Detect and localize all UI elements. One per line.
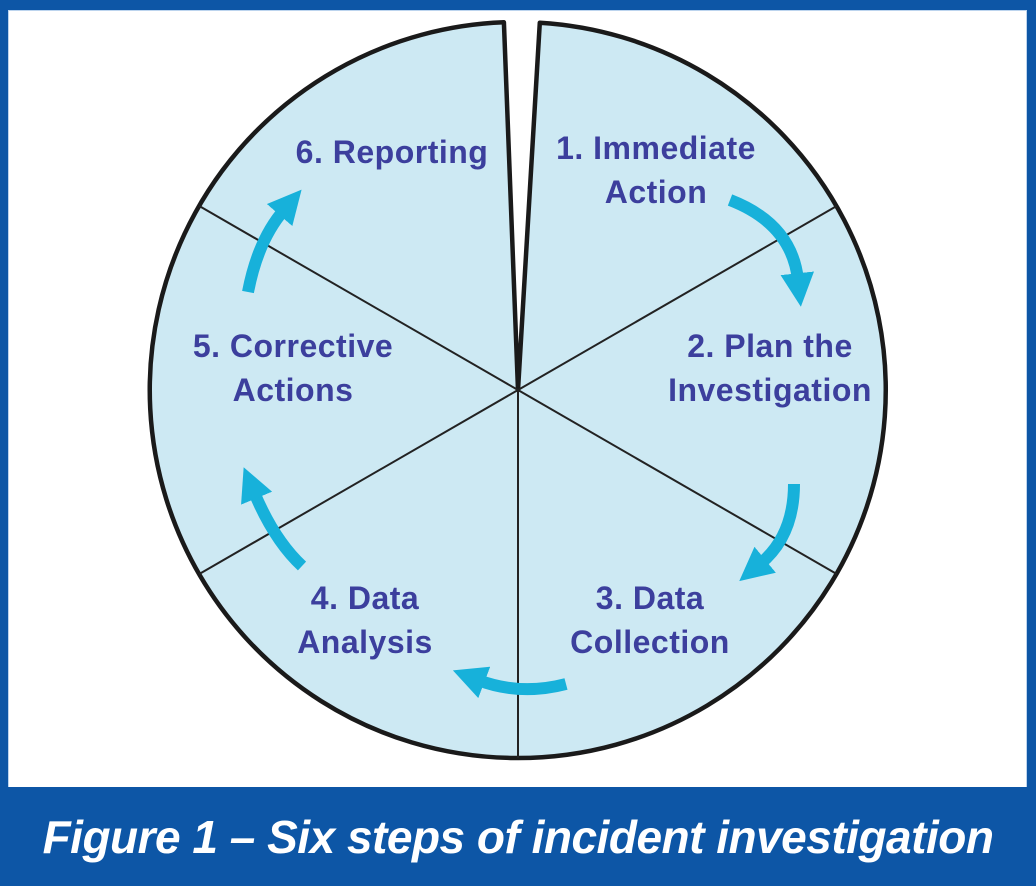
step-4-line1: 4. Data [310, 580, 420, 616]
step-1-line1: 1. Immediate [556, 130, 756, 166]
step-3-label: 3. Data Collection [570, 576, 730, 664]
caption-bar: Figure 1 – Six steps of incident investi… [0, 787, 1036, 886]
step-1-line2: Action [604, 174, 708, 210]
step-4-line2: Analysis [297, 624, 433, 660]
step-4-label: 4. Data Analysis [297, 576, 433, 664]
step-6-label: 6. Reporting [296, 130, 489, 174]
segment-divider-line [198, 205, 519, 391]
arrow-2-to-3 [739, 483, 800, 582]
segment-divider-line [198, 389, 519, 575]
arrow-5-to-6 [242, 189, 302, 294]
step-1-label: 1. Immediate Action [556, 126, 756, 214]
step-2-line2: Investigation [668, 372, 872, 408]
step-6-line1: 6. Reporting [295, 134, 489, 170]
step-3-line1: 3. Data [595, 580, 705, 616]
arrow-3-to-4 [452, 666, 568, 699]
step-5-label: 5. Corrective Actions [193, 324, 393, 412]
arrow-1-to-2 [727, 194, 814, 307]
figure-caption: Figure 1 – Six steps of incident investi… [42, 810, 994, 863]
step-2-line1: 2. Plan the [687, 328, 853, 364]
step-3-line2: Collection [570, 624, 730, 660]
arrow-4-to-5 [241, 467, 307, 571]
step-2-label: 2. Plan the Investigation [668, 324, 872, 412]
step-5-line1: 5. Corrective [192, 328, 394, 364]
step-5-line2: Actions [232, 372, 354, 408]
